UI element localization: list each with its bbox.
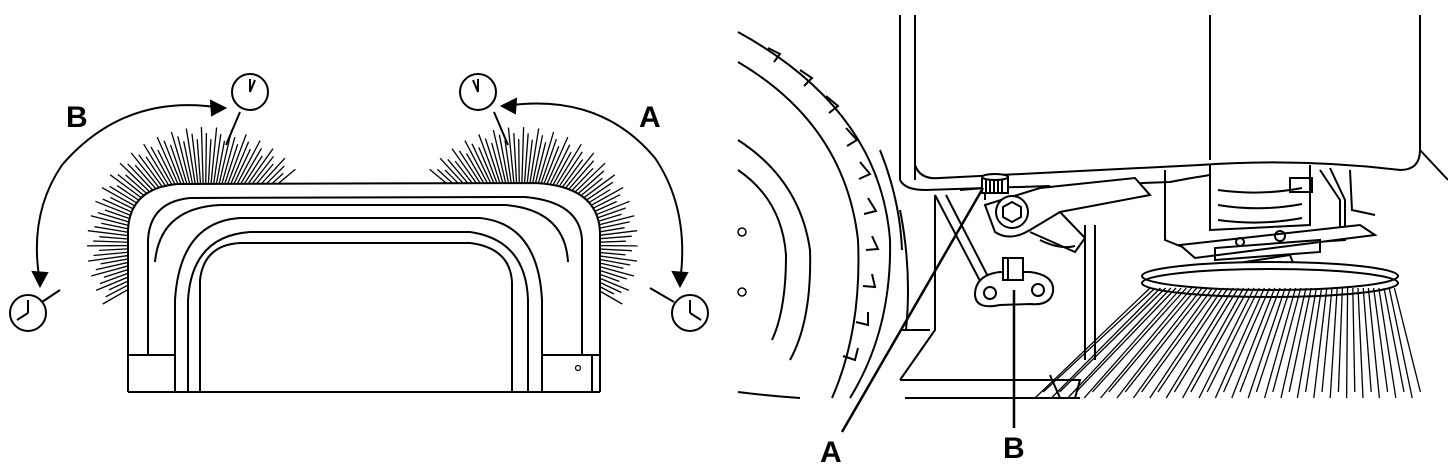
clock-icon [9, 294, 47, 332]
wheel [737, 31, 909, 399]
leader-a [840, 187, 985, 433]
label-b-right: B [1003, 432, 1025, 465]
frame [899, 15, 1448, 192]
side-brush-disk [1141, 261, 1399, 298]
brush-motor [1164, 165, 1378, 274]
label-b-left: B [66, 101, 88, 134]
label-a-right: A [820, 436, 842, 467]
arc-b [35, 104, 223, 283]
wing-nut[interactable] [973, 257, 1055, 308]
machine-body [127, 181, 601, 393]
arrowhead-a-top [499, 97, 518, 115]
clock-icon [231, 73, 269, 111]
arrowhead-b-top [209, 99, 228, 117]
arrowhead-b-bottom [31, 270, 49, 289]
right-illustration [737, 15, 1448, 433]
adjustment-knob[interactable] [981, 173, 1009, 194]
side-brush-bristles [1034, 287, 1422, 399]
clock-icon [671, 294, 709, 332]
clock-icon [459, 73, 497, 111]
label-a-left: A [639, 101, 661, 134]
arm-bracket [899, 176, 1152, 399]
arc-a [504, 102, 684, 283]
left-illustration [9, 73, 709, 393]
arrowhead-a-bottom [671, 270, 689, 289]
